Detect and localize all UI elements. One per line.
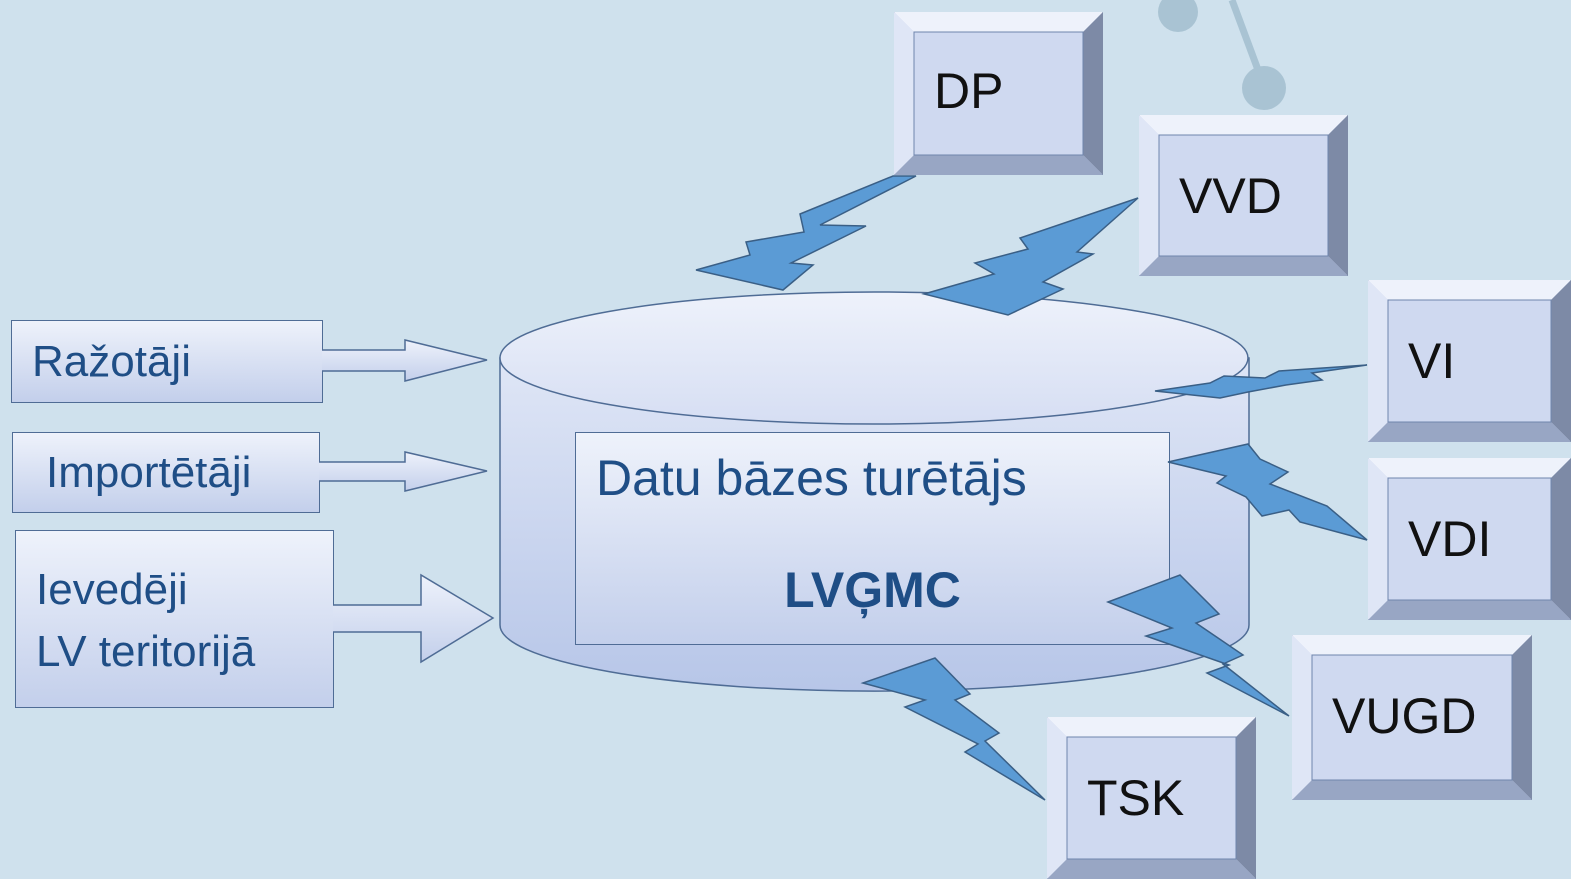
recipient-box-vi: VI xyxy=(1368,280,1571,442)
database-label-box: Datu bāzes turētājs LVĢMC xyxy=(575,432,1170,645)
bolt-vvd xyxy=(921,197,1139,316)
source-box-razotaji: Ražotāji xyxy=(11,320,323,403)
recipient-box-vvd: VVD xyxy=(1139,115,1348,276)
bolt-vi xyxy=(1154,364,1368,399)
recipient-label-tsk: TSK xyxy=(1087,770,1185,826)
recipient-label-vdi: VDI xyxy=(1408,511,1492,567)
bolt-vdi xyxy=(1167,443,1368,541)
source-label: Ražotāji xyxy=(32,337,191,386)
recipient-box-vugd: VUGD xyxy=(1292,635,1532,800)
recipient-label-vi: VI xyxy=(1408,333,1456,389)
arrow-ievedeji xyxy=(333,573,495,664)
recipient-box-tsk: TSK xyxy=(1047,717,1256,879)
bolt-vugd xyxy=(1105,574,1290,717)
recipient-box-dp: DP xyxy=(894,12,1103,175)
arrow-importetaji xyxy=(319,451,488,492)
recipient-label-dp: DP xyxy=(934,63,1004,119)
corner-molecule-icon xyxy=(1158,0,1286,110)
source-box-importetaji: Importētāji xyxy=(12,432,320,513)
recipient-label-vugd: VUGD xyxy=(1332,688,1477,744)
recipient-box-vdi: VDI xyxy=(1368,458,1571,620)
recipient-label-vvd: VVD xyxy=(1179,168,1282,224)
source-box-ievedeji: Ievedēji LV teritorijā xyxy=(15,530,334,708)
arrow-razotaji xyxy=(322,339,488,382)
source-label-line-1: Ievedēji xyxy=(36,565,188,614)
database-name: LVĢMC xyxy=(784,562,961,618)
bolt-dp xyxy=(695,175,917,291)
source-label-line-2: LV teritorijā xyxy=(36,627,256,676)
database-title: Datu bāzes turētājs xyxy=(596,450,1027,506)
source-label: Importētāji xyxy=(46,448,252,497)
bolt-tsk xyxy=(860,657,1046,801)
